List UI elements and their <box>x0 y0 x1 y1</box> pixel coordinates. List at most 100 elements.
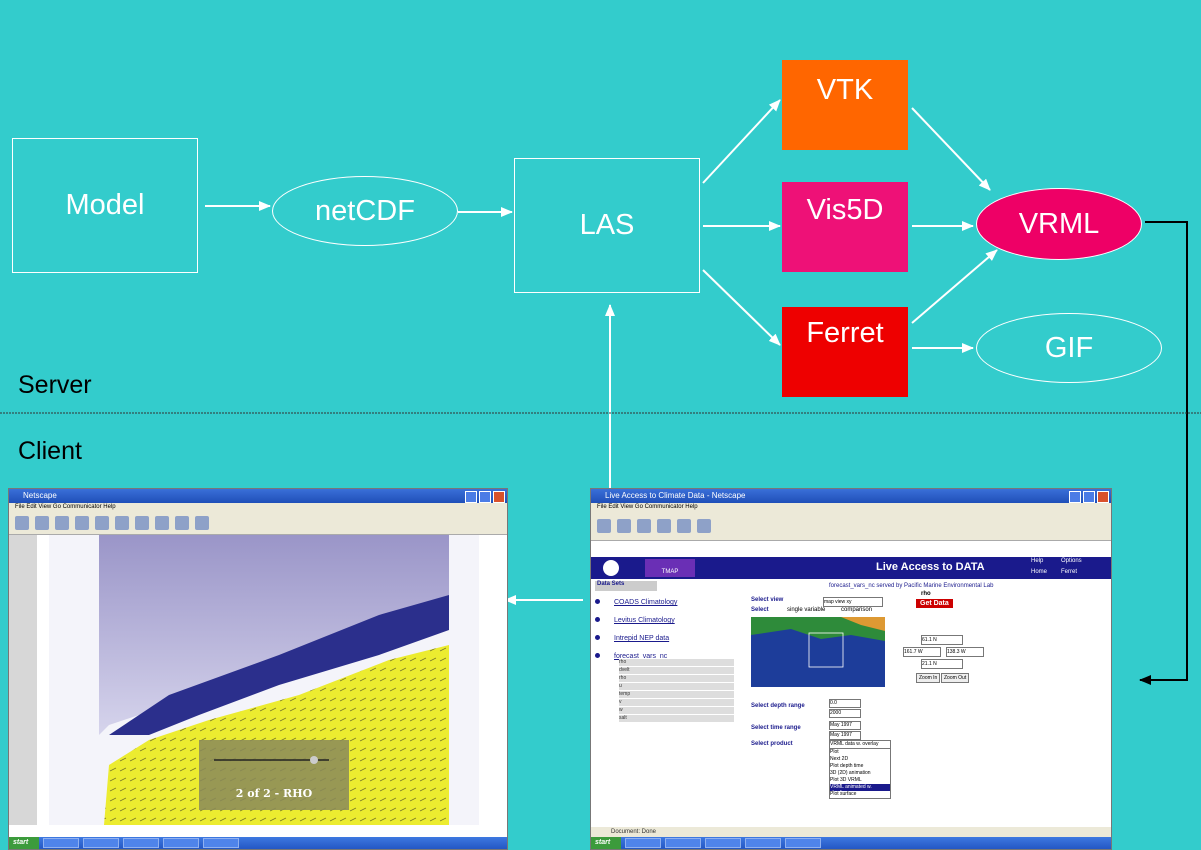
forward-icon[interactable] <box>35 516 49 530</box>
ferret-label: Ferret <box>806 317 884 349</box>
variable-item[interactable]: v <box>619 699 734 706</box>
forward-icon[interactable] <box>617 519 631 533</box>
window-titlebar: Live Access to Climate Data - Netscape <box>591 489 1111 503</box>
select-label: Select <box>751 607 769 613</box>
variable-item[interactable]: temp <box>619 691 734 698</box>
window-title: Netscape <box>23 491 57 500</box>
north-coord-field[interactable]: 61.1 N <box>921 635 963 645</box>
netscape-icon[interactable] <box>115 516 129 530</box>
back-icon[interactable] <box>15 516 29 530</box>
product-option[interactable]: Plot depth time <box>830 763 864 769</box>
reload-icon[interactable] <box>637 519 651 533</box>
shop-icon[interactable] <box>175 516 189 530</box>
search-icon[interactable] <box>95 516 109 530</box>
start-button[interactable]: start <box>9 837 39 849</box>
variable-item[interactable]: salt <box>619 715 734 722</box>
search-icon[interactable] <box>677 519 691 533</box>
time-min-field[interactable]: May 1997 <box>829 721 861 730</box>
product-option[interactable]: 3D (2D) animation <box>830 770 871 776</box>
banner-link-help[interactable]: Help <box>1031 558 1044 564</box>
region-map[interactable] <box>751 617 885 687</box>
dataset-item[interactable]: forecast_vars_nc <box>595 653 745 665</box>
depth-range-label: Select depth range <box>751 703 805 709</box>
back-icon[interactable] <box>597 519 611 533</box>
time-max-field[interactable]: May 1997 <box>829 731 861 740</box>
data-sets-header: Data Sets <box>595 581 657 591</box>
taskbar-item[interactable] <box>785 838 821 848</box>
zoom-in-button[interactable]: Zoom In <box>916 673 941 683</box>
dataset-info-var: rho <box>921 591 931 597</box>
variable-item[interactable]: rho <box>619 675 734 682</box>
arrow-vtk-vrml <box>911 107 991 191</box>
stop-icon[interactable] <box>195 516 209 530</box>
las-node: LAS <box>514 158 700 293</box>
zoom-out-button[interactable]: Zoom Out <box>941 673 970 683</box>
dataset-item[interactable]: Intrepid NEP data <box>595 635 745 653</box>
reload-icon[interactable] <box>55 516 69 530</box>
depth-min-field[interactable]: 0.0 <box>829 699 861 708</box>
variable-item[interactable]: dvelt <box>619 667 734 674</box>
gif-label: GIF <box>1044 331 1094 364</box>
depth-max-field[interactable]: 2000 <box>829 709 861 718</box>
taskbar-item[interactable] <box>625 838 661 848</box>
taskbar-item[interactable] <box>83 838 119 848</box>
variable-item[interactable]: rho <box>619 659 734 666</box>
comparison-radio[interactable]: comparison <box>841 607 873 613</box>
select-view-dropdown[interactable]: map view xy <box>823 597 883 607</box>
taskbar-item[interactable] <box>123 838 159 848</box>
product-label: Select product <box>751 741 793 747</box>
start-button[interactable]: start <box>591 837 621 849</box>
dataset-info: forecast_vars_nc served by Pacific Marin… <box>829 583 994 589</box>
variable-item[interactable]: u <box>619 683 734 690</box>
product-option[interactable]: Plot <box>830 749 839 755</box>
product-option[interactable]: Plot surface <box>830 791 857 797</box>
banner-link-home[interactable]: Home <box>1031 569 1048 575</box>
taskbar-item[interactable] <box>203 838 239 848</box>
taskbar-item[interactable] <box>705 838 741 848</box>
windows-taskbar: start <box>591 837 1111 849</box>
print-icon[interactable] <box>697 519 711 533</box>
east-coord-field[interactable]: 138.3 W <box>946 647 984 657</box>
security-icon[interactable] <box>155 516 169 530</box>
south-coord-field[interactable]: 21.1 N <box>921 659 963 669</box>
vrml-scene[interactable]: 2 of 2 - RHO <box>49 535 479 825</box>
menu-bar[interactable]: File Edit View Go Communicator Help <box>9 503 507 512</box>
taskbar-item[interactable] <box>43 838 79 848</box>
product-options-list: Plot Next 2D Plot depth time 3D (2D) ani… <box>829 748 891 799</box>
banner-link-ferret[interactable]: Ferret <box>1061 569 1078 575</box>
taskbar-item[interactable] <box>665 838 701 848</box>
product-option[interactable]: Next 2D <box>830 756 849 762</box>
taskbar-item[interactable] <box>745 838 781 848</box>
west-coord-field[interactable]: 161.7 W <box>903 647 941 657</box>
vrml-nav-controls[interactable] <box>9 535 37 825</box>
variable-list: rho dvelt rho u temp v w salt <box>619 659 734 723</box>
single-variable-radio[interactable]: single variable <box>787 607 826 613</box>
banner-link-options[interactable]: Options <box>1061 558 1082 564</box>
dataset-item[interactable]: Levitus Climatology <box>595 617 745 635</box>
variable-item[interactable]: w <box>619 707 734 714</box>
tmap-logo: TMAP <box>645 559 695 577</box>
home-icon[interactable] <box>75 516 89 530</box>
menu-bar[interactable]: File Edit View Go Communicator Help <box>591 503 1111 512</box>
gif-node: GIF <box>976 313 1162 383</box>
home-icon[interactable] <box>657 519 671 533</box>
vtk-label: VTK <box>816 74 874 106</box>
browser-toolbar <box>591 512 1111 541</box>
client-zone-label: Client <box>18 437 82 465</box>
time-range-label: Select time range <box>751 725 801 731</box>
netcdf-node: netCDF <box>272 176 458 246</box>
arrow-vrml-to-client <box>1139 221 1188 685</box>
window-titlebar: Netscape <box>9 489 507 503</box>
window-controls[interactable] <box>1069 491 1109 503</box>
arrow-ferret-vrml <box>911 249 998 324</box>
product-option[interactable]: Plot 3D VRML <box>830 777 862 783</box>
print-icon[interactable] <box>135 516 149 530</box>
window-controls[interactable] <box>465 491 505 503</box>
product-option[interactable]: VRML animated w. shading <box>830 784 890 796</box>
get-data-button[interactable]: Get Data <box>916 599 953 608</box>
taskbar-item[interactable] <box>163 838 199 848</box>
overlay-label: 2 of 2 - RHO <box>236 787 313 800</box>
server-zone-label: Server <box>18 371 92 399</box>
dataset-item[interactable]: COADS Climatology <box>595 599 745 617</box>
vrml-viewer-screenshot: Netscape File Edit View Go Communicator … <box>8 488 508 850</box>
